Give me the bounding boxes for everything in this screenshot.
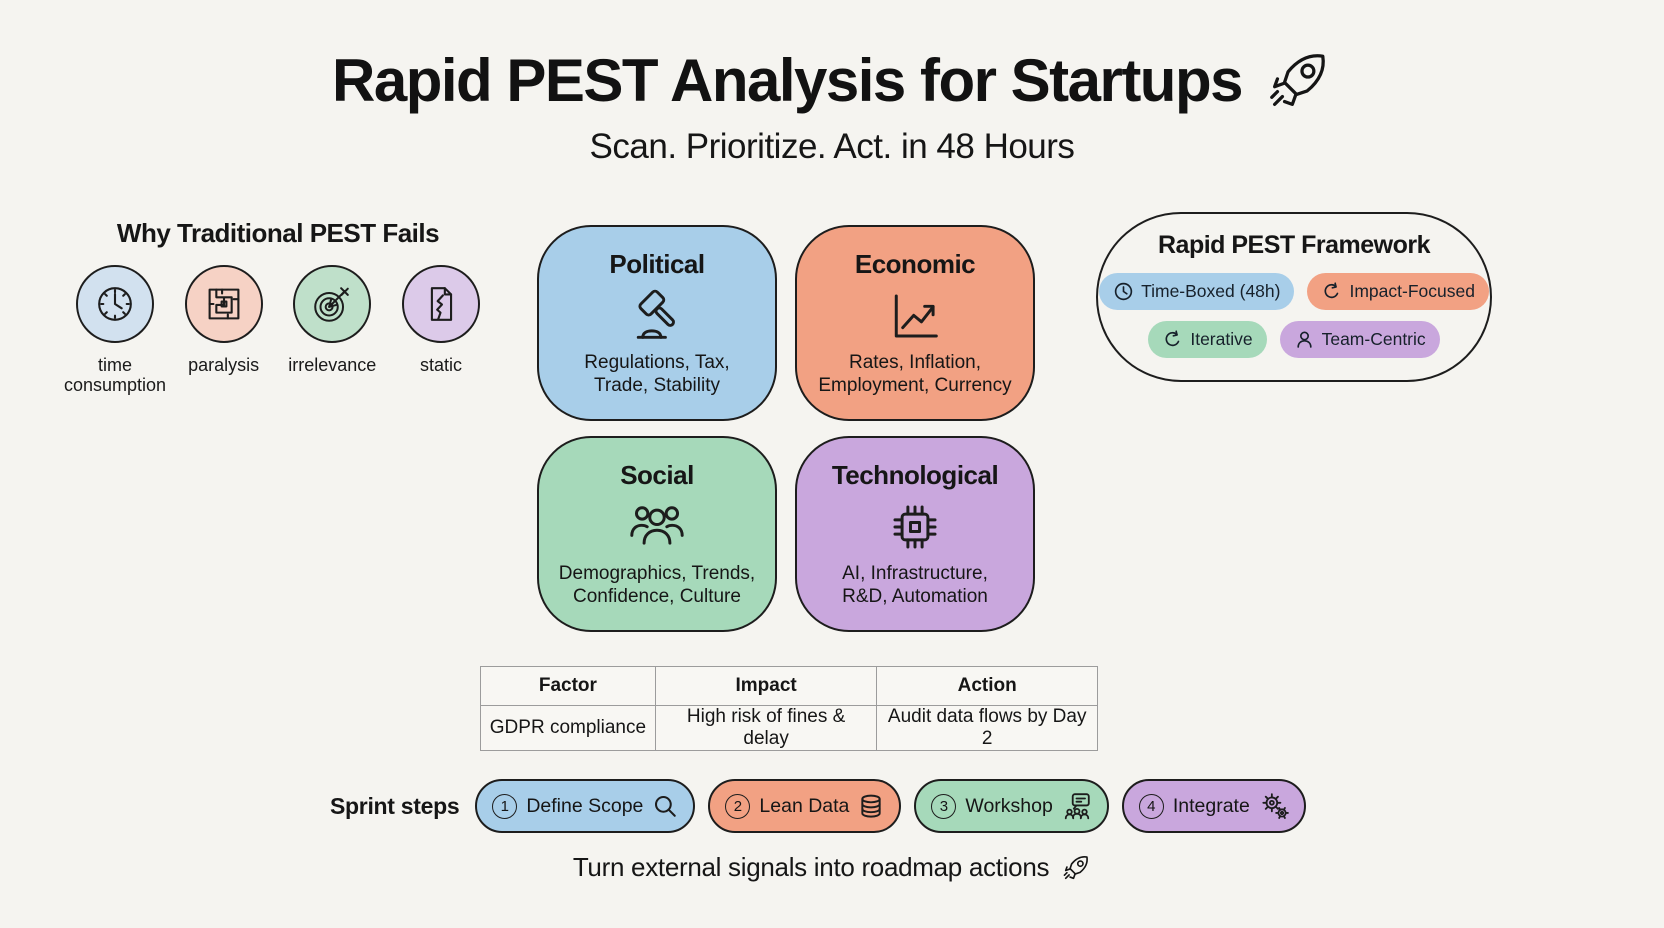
fail-item-irrelevance: irrelevance	[281, 265, 383, 396]
gears-icon	[1259, 791, 1289, 821]
pest-quadrants: Political Regulations, Tax,Trade, Stabil…	[537, 225, 1035, 632]
people-icon	[626, 496, 688, 558]
fail-item-static: static	[390, 265, 492, 396]
cell-action: Audit data flows by Day 2	[876, 705, 1098, 751]
fail-label: time consumption	[64, 355, 167, 395]
page-subtitle: Scan. Prioritize. Act. in 48 Hours	[589, 127, 1075, 166]
quadrant-title: Political	[609, 249, 705, 280]
framework-pill-row: Time-Boxed (48h) Impact-Focused	[1098, 273, 1490, 310]
quadrant-description: Regulations, Tax,Trade, Stability	[584, 352, 730, 396]
person-icon	[1294, 329, 1315, 350]
pill-iterative: Iterative	[1148, 321, 1267, 358]
quadrant-title: Technological	[831, 460, 999, 491]
pill-time-boxed: Time-Boxed (48h)	[1099, 273, 1295, 310]
maze-icon	[201, 281, 247, 327]
factor-impact-action-table: Factor Impact Action GDPR compliance Hig…	[480, 666, 1098, 751]
chip-icon	[884, 496, 946, 558]
clock-icon	[1113, 281, 1134, 302]
clock-icon	[92, 281, 138, 327]
cell-factor: GDPR compliance	[480, 705, 656, 751]
database-icon	[858, 793, 884, 819]
step-workshop: 3 Workshop	[914, 779, 1109, 833]
sprint-steps-row: Sprint steps 1 Define Scope 2 Lean Data	[330, 779, 1306, 833]
footer-tagline: Turn external signals into roadmap actio…	[0, 852, 1664, 883]
quadrant-title: Social	[620, 460, 694, 491]
pill-impact-focused: Impact-Focused	[1307, 273, 1489, 310]
quadrant-social: Social Demographics, Trends,Confidence, …	[537, 436, 777, 632]
fail-item-paralysis: paralysis	[173, 265, 275, 396]
rocket-icon	[1061, 853, 1091, 883]
step-number: 3	[931, 793, 957, 819]
fail-circle	[401, 265, 480, 343]
refresh-icon	[1321, 281, 1342, 302]
step-define-scope: 1 Define Scope	[475, 779, 696, 833]
rocket-icon	[1264, 47, 1332, 115]
column-header-action: Action	[876, 666, 1098, 706]
step-number: 2	[725, 793, 751, 819]
quadrant-political: Political Regulations, Tax,Trade, Stabil…	[537, 225, 777, 421]
fail-label: irrelevance	[288, 355, 377, 375]
magnifier-icon	[652, 793, 678, 819]
pill-team-centric: Team-Centric	[1279, 321, 1440, 358]
step-lean-data: 2 Lean Data	[708, 779, 902, 833]
page-title: Rapid PEST Analysis for Startups	[332, 47, 1243, 114]
why-traditional-pest-fails-section: Why Traditional PEST Fails time consumpt…	[64, 218, 492, 396]
step-number: 4	[1138, 793, 1164, 819]
fail-circle	[293, 265, 372, 343]
torn-document-icon	[418, 281, 464, 327]
fail-circle	[184, 265, 263, 343]
framework-pill-row: Iterative Team-Centric	[1098, 321, 1490, 358]
target-icon	[309, 281, 355, 327]
fail-label: static	[419, 355, 462, 375]
line-chart-icon	[884, 285, 946, 347]
quadrant-description: Rates, Inflation,Employment, Currency	[818, 352, 1012, 396]
refresh-icon	[1162, 329, 1183, 350]
quadrant-title: Economic	[854, 249, 976, 280]
quadrant-economic: Economic Rates, Inflation,Employment, Cu…	[795, 225, 1035, 421]
fail-items: time consumption paralysis	[64, 265, 492, 396]
sprint-steps-label: Sprint steps	[330, 792, 460, 819]
quadrant-description: Demographics, Trends,Confidence, Culture	[558, 563, 756, 607]
fail-label: paralysis	[188, 355, 260, 375]
table-row: GDPR compliance High risk of fines & del…	[480, 705, 1098, 751]
framework-heading: Rapid PEST Framework	[1157, 231, 1431, 259]
step-number: 1	[492, 793, 518, 819]
why-fails-heading: Why Traditional PEST Fails	[116, 218, 440, 248]
fail-item-time-consumption: time consumption	[64, 265, 166, 396]
rapid-pest-framework-panel: Rapid PEST Framework Time-Boxed (48h) Im…	[1096, 212, 1492, 382]
quadrant-technological: Technological AI, Infrastructure,R&D, Au…	[795, 436, 1035, 632]
column-header-factor: Factor	[480, 666, 656, 706]
footer-text: Turn external signals into roadmap actio…	[572, 852, 1050, 882]
header: Rapid PEST Analysis for Startups Scan. P…	[0, 46, 1664, 167]
column-header-impact: Impact	[654, 666, 878, 706]
quadrant-description: AI, Infrastructure,R&D, Automation	[842, 563, 988, 607]
fail-circle	[76, 265, 154, 343]
step-integrate: 4 Integrate	[1121, 779, 1306, 833]
gavel-icon	[626, 285, 688, 347]
workshop-icon	[1062, 791, 1092, 821]
table-header-row: Factor Impact Action	[480, 666, 1098, 706]
cell-impact: High risk of fines & delay	[654, 705, 878, 751]
